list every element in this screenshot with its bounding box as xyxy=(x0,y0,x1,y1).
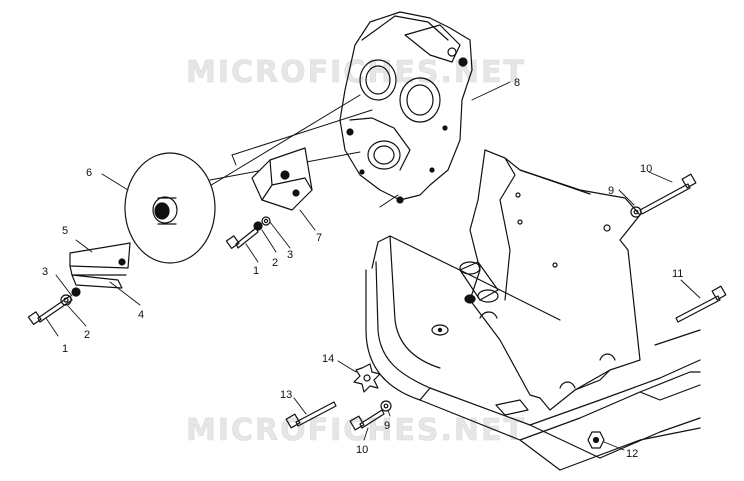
spacer-block xyxy=(459,261,499,304)
chaincase-housing xyxy=(339,11,473,204)
svg-text:MICROFICHES.NET: MICROFICHES.NET xyxy=(186,55,526,90)
star-washer xyxy=(353,324,449,393)
right-fasteners-top xyxy=(630,173,697,218)
callout-1-center: 1 xyxy=(253,265,259,277)
callout-10-top: 10 xyxy=(640,163,652,175)
callout-9-bottom: 9 xyxy=(384,420,390,432)
callout-4: 4 xyxy=(138,309,144,321)
left-fasteners xyxy=(27,287,81,325)
callout-9-top: 9 xyxy=(608,185,614,197)
callout-2-center: 2 xyxy=(272,257,278,269)
callout-8: 8 xyxy=(514,77,520,89)
bracket-assembly-left xyxy=(69,242,131,289)
mounting-plate xyxy=(469,149,641,416)
locknut xyxy=(587,431,605,449)
callout-10-bottom: 10 xyxy=(356,444,368,456)
callout-labels: 1 2 3 4 5 6 1 2 3 7 8 10 9 11 14 13 9 10… xyxy=(42,77,683,460)
frame-structure xyxy=(365,235,701,471)
bottom-fasteners xyxy=(285,400,392,431)
callout-12: 12 xyxy=(626,448,638,460)
callout-2-left: 2 xyxy=(84,329,90,341)
callout-13: 13 xyxy=(280,389,292,401)
callout-7: 7 xyxy=(316,232,322,244)
long-bolt xyxy=(675,285,727,323)
callout-3-left: 3 xyxy=(42,266,48,278)
watermark-top: MICROFICHES.NET xyxy=(186,55,526,91)
callout-3-center: 3 xyxy=(287,249,293,261)
driven-disc xyxy=(124,152,216,264)
callout-1-left: 1 xyxy=(62,343,68,355)
leader-lines xyxy=(45,81,701,451)
callout-11: 11 xyxy=(672,268,683,280)
callout-14: 14 xyxy=(322,353,334,365)
callout-5: 5 xyxy=(62,225,68,237)
mount-bracket xyxy=(251,147,313,211)
center-fasteners xyxy=(225,216,271,249)
callout-6: 6 xyxy=(86,167,92,179)
